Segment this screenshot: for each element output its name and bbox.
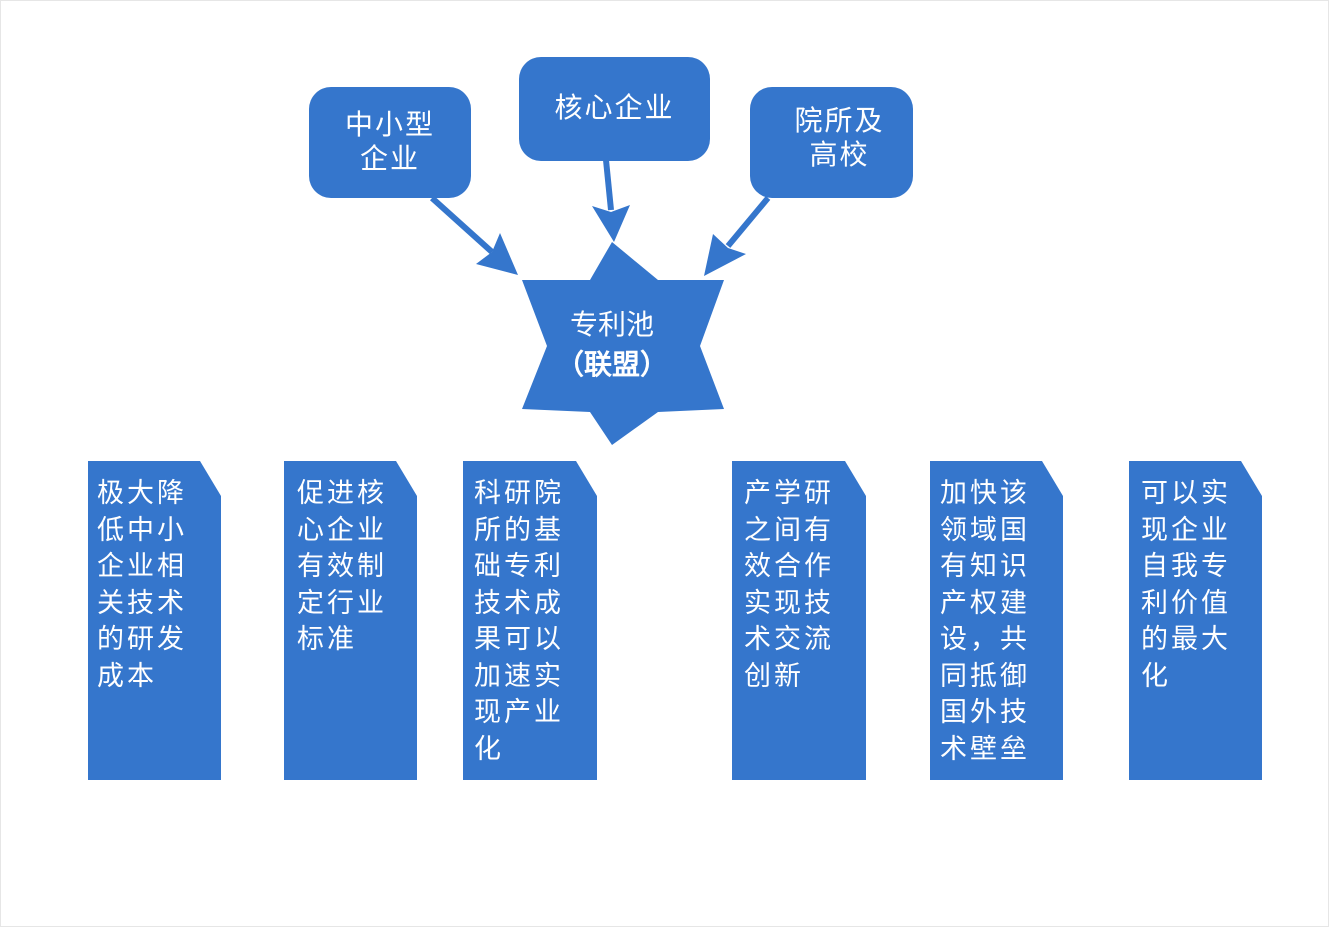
arrow-left-to-center (429, 195, 518, 275)
benefit-card-6-text: 可以实现企业自我专利价值的最大化 (1141, 478, 1231, 692)
benefit-card-1-shape (88, 461, 221, 780)
benefit-card-3-text: 科研院所的基础专利技术成果可以加速实现产业化 (474, 478, 564, 765)
benefit-card-1-text: 极大降低中小企业相关技术的研发成本 (97, 478, 187, 692)
benefit-card-3-shape (463, 461, 597, 780)
node-institutes-label-line1: 院所及 (794, 104, 885, 137)
benefit-card-4-shape (732, 461, 866, 780)
patent-pool-subtitle: （联盟） (555, 348, 668, 381)
benefit-card-2-text: 促进核心企业有效制定行业标准 (297, 478, 387, 655)
node-core-enterprise-box (519, 57, 710, 161)
node-sme-box (309, 87, 471, 198)
node-core-enterprise-label-line1: 核心企业 (554, 91, 675, 124)
arrow-right-to-center (704, 196, 771, 276)
benefit-card-5-text: 加快该领域国有知识产权建设，共同抵御国外技术壁垒 (940, 478, 1030, 765)
arrow-middle-to-center (592, 159, 630, 242)
patent-pool-star (522, 242, 724, 445)
node-institutes-label: 院所及 高校 (758, 104, 921, 172)
node-institutes-box (750, 87, 913, 198)
benefit-card-5-shape (930, 461, 1063, 780)
node-core-enterprise-label: 核心企业 (519, 91, 710, 125)
benefit-card-6-shape (1129, 461, 1262, 780)
benefit-card-4-text: 产学研之间有效合作实现技术交流创新 (744, 478, 834, 692)
patent-pool-label: 专利池 （联盟） (532, 305, 692, 385)
node-sme-label-line2: 企业 (359, 142, 420, 175)
benefit-card-2-shape (284, 461, 417, 780)
patent-pool-title: 专利池 (569, 308, 654, 341)
node-sme-label: 中小型 企业 (309, 108, 471, 176)
node-sme-label-line1: 中小型 (344, 108, 435, 141)
node-institutes-label-line2: 高校 (809, 138, 870, 171)
arrows (429, 159, 771, 276)
